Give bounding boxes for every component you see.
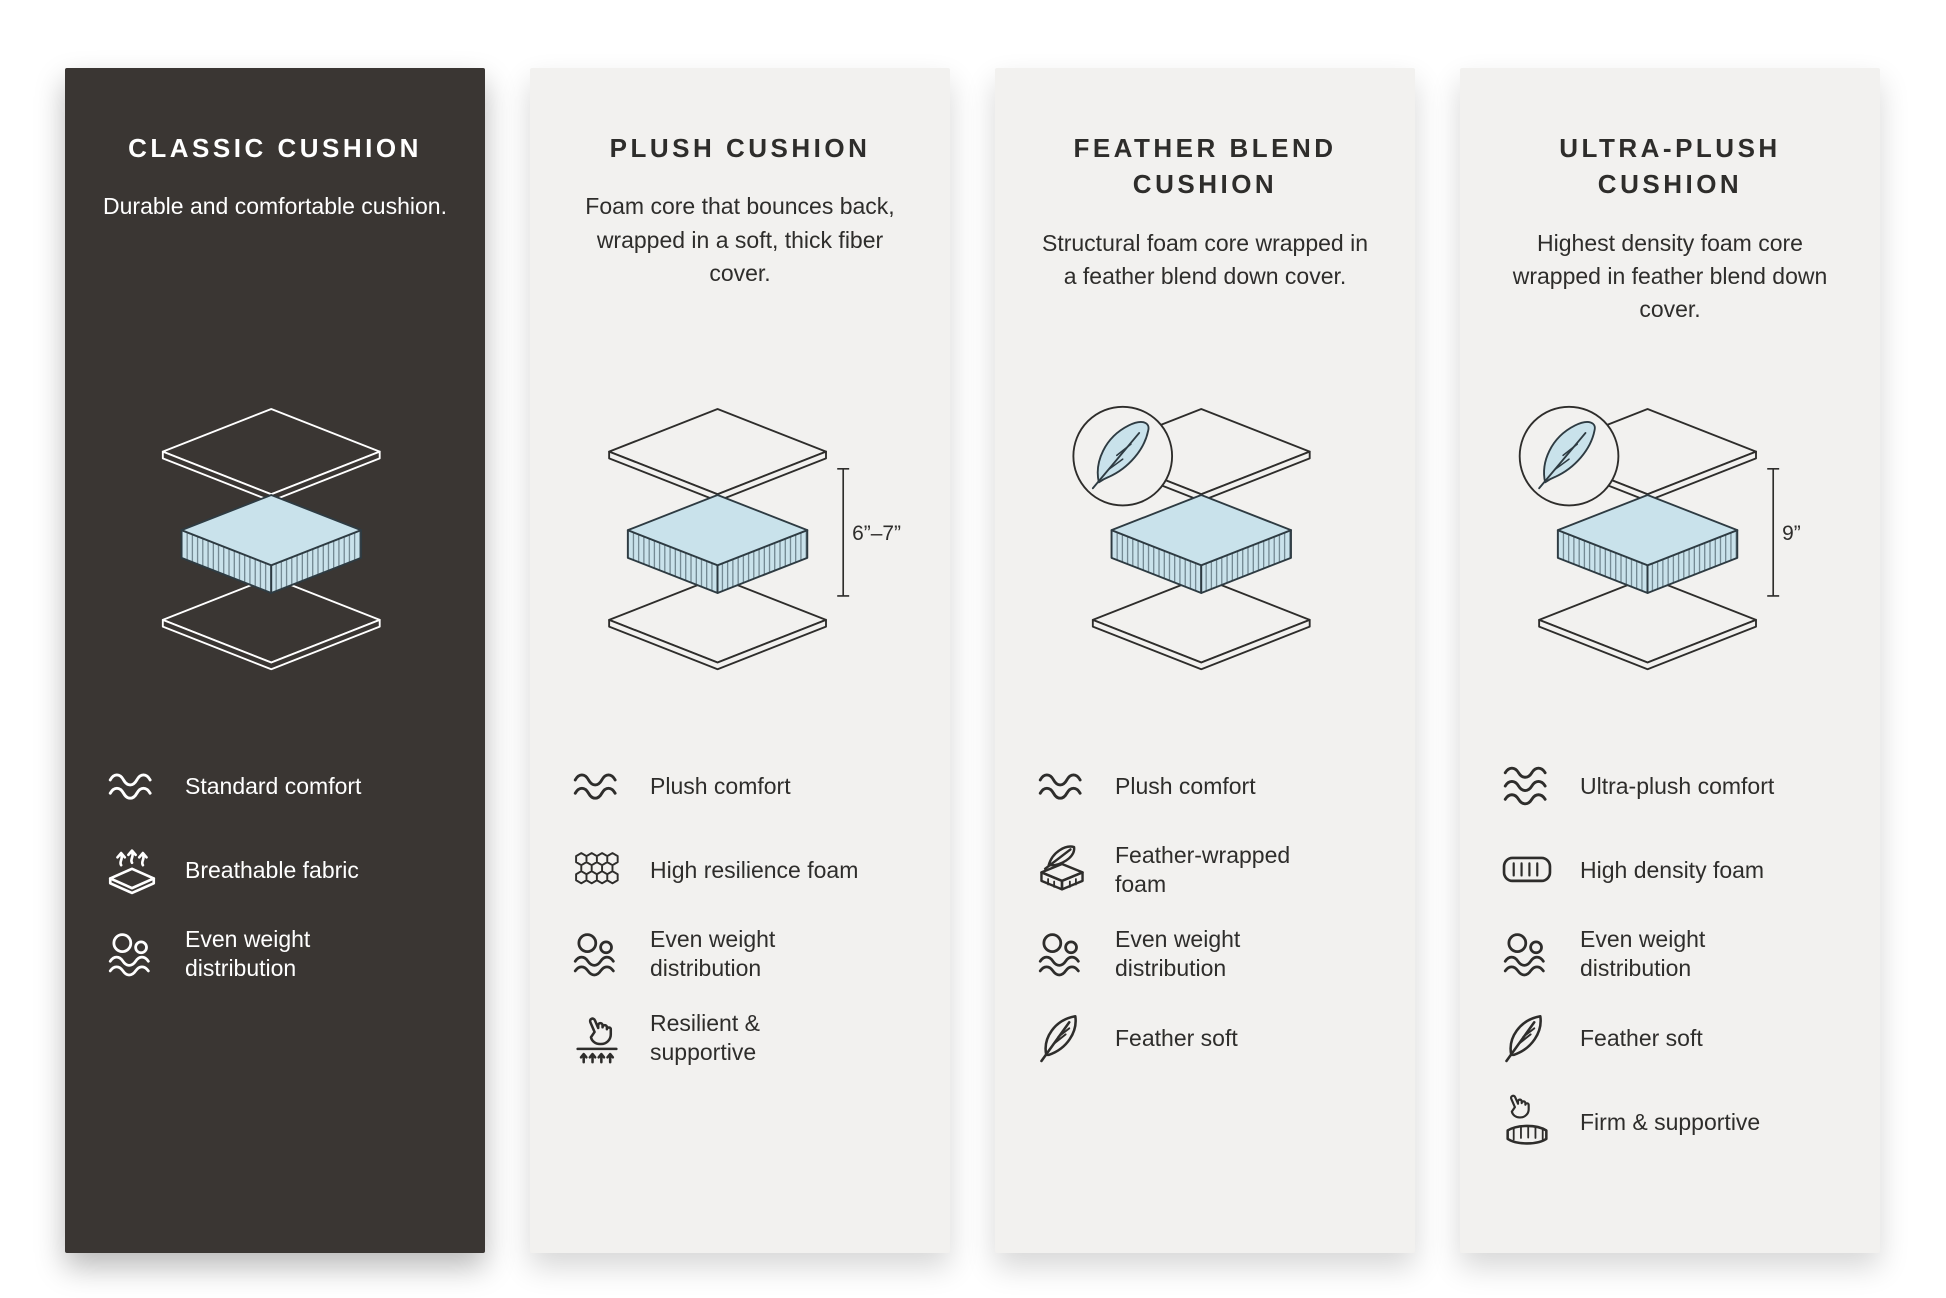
cushion-diagram: 9” bbox=[1498, 365, 1842, 710]
comfort-waves-icon bbox=[568, 757, 626, 815]
high-resilience-foam-icon bbox=[568, 841, 626, 899]
feature-label: Even weight distribution bbox=[1115, 926, 1241, 981]
feature-label: Ultra-plush comfort bbox=[1580, 772, 1775, 799]
feature-label: Feather soft bbox=[1115, 1024, 1238, 1051]
card-feather-blend-cushion: FEATHER BLEND CUSHION Structural foam co… bbox=[995, 68, 1415, 1253]
even-weight-distribution-icon bbox=[103, 925, 161, 983]
card-plush-cushion: PLUSH CUSHION Foam core that bounces bac… bbox=[530, 68, 950, 1253]
cushion-layers-illustration: 6”–7” bbox=[609, 408, 901, 669]
feature-item: Even weight distribution bbox=[568, 924, 912, 984]
feather-icon bbox=[1033, 1009, 1091, 1067]
card-header: ULTRA-PLUSH CUSHION Highest density foam… bbox=[1498, 130, 1842, 355]
feature-label: Breathable fabric bbox=[185, 856, 359, 883]
feature-item: High resilience foam bbox=[568, 840, 912, 900]
card-title: PLUSH CUSHION bbox=[609, 133, 871, 163]
feather-wrapped-foam-icon bbox=[1033, 841, 1091, 899]
feature-item: Even weight distribution bbox=[103, 924, 447, 984]
feature-item: Resilient & supportive bbox=[568, 1008, 912, 1068]
feature-label: High density foam bbox=[1580, 856, 1765, 883]
card-header: PLUSH CUSHION Foam core that bounces bac… bbox=[568, 130, 912, 355]
card-description: Durable and comfortable cushion. bbox=[103, 193, 447, 220]
features-list: Plush comfort High resilience foam Even … bbox=[568, 756, 912, 1068]
measurement-label: 6”–7” bbox=[852, 521, 901, 544]
feature-label: Even weight distribution bbox=[185, 926, 311, 981]
cushion-diagram bbox=[103, 365, 447, 710]
feature-item: Feather-wrapped foam bbox=[1033, 840, 1377, 900]
high-density-foam-icon bbox=[1498, 841, 1556, 899]
feather-icon bbox=[1498, 1009, 1556, 1067]
features-list: Standard comfort Breathable fabric Even … bbox=[103, 756, 447, 984]
feature-item: Plush comfort bbox=[568, 756, 912, 816]
feature-label: Even weight distribution bbox=[650, 926, 776, 981]
feature-item: High density foam bbox=[1498, 840, 1842, 900]
even-weight-distribution-icon bbox=[1033, 925, 1091, 983]
card-title: FEATHER BLEND CUSHION bbox=[1073, 133, 1337, 200]
feature-label: Even weight distribution bbox=[1580, 926, 1706, 981]
feature-label: Plush comfort bbox=[650, 772, 791, 799]
even-weight-distribution-icon bbox=[1498, 925, 1556, 983]
feature-label: Standard comfort bbox=[185, 772, 362, 799]
feature-label: Feather-wrapped foam bbox=[1115, 842, 1291, 897]
even-weight-distribution-icon bbox=[568, 925, 626, 983]
feature-item: Firm & supportive bbox=[1498, 1092, 1842, 1152]
feather-badge-icon bbox=[1519, 406, 1619, 505]
card-description: Structural foam core wrapped in a feathe… bbox=[1042, 229, 1368, 290]
feature-item: Ultra-plush comfort bbox=[1498, 756, 1842, 816]
feature-label: Resilient & supportive bbox=[650, 1010, 760, 1065]
comfort-waves-icon bbox=[1033, 757, 1091, 815]
comfort-waves-3-icon bbox=[1498, 757, 1556, 815]
card-ultra-plush-cushion: ULTRA-PLUSH CUSHION Highest density foam… bbox=[1460, 68, 1880, 1253]
card-header: FEATHER BLEND CUSHION Structural foam co… bbox=[1033, 130, 1377, 355]
height-measurement: 9” bbox=[1767, 467, 1801, 597]
feature-item: Even weight distribution bbox=[1498, 924, 1842, 984]
card-description: Foam core that bounces back, wrapped in … bbox=[585, 193, 895, 287]
cushion-diagram: 6”–7” bbox=[568, 365, 912, 710]
features-list: Plush comfort Feather-wrapped foam Even … bbox=[1033, 756, 1377, 1068]
feature-item: Standard comfort bbox=[103, 756, 447, 816]
feature-label: Plush comfort bbox=[1115, 772, 1256, 799]
feature-item: Plush comfort bbox=[1033, 756, 1377, 816]
feature-label: Feather soft bbox=[1580, 1024, 1703, 1051]
feature-item: Even weight distribution bbox=[1033, 924, 1377, 984]
cushion-diagram bbox=[1033, 365, 1377, 710]
measurement-label: 9” bbox=[1782, 521, 1801, 544]
height-measurement: 6”–7” bbox=[837, 467, 901, 597]
cushion-layers-illustration: 9” bbox=[1519, 406, 1801, 669]
feature-item: Breathable fabric bbox=[103, 840, 447, 900]
feature-item: Feather soft bbox=[1498, 1008, 1842, 1068]
feature-label: Firm & supportive bbox=[1580, 1108, 1761, 1135]
breathable-fabric-icon bbox=[103, 841, 161, 899]
card-title: CLASSIC CUSHION bbox=[128, 133, 422, 163]
card-header: CLASSIC CUSHION Durable and comfortable … bbox=[103, 130, 447, 355]
press-hand-icon bbox=[568, 1009, 626, 1067]
card-classic-cushion: CLASSIC CUSHION Durable and comfortable … bbox=[65, 68, 485, 1253]
feature-label: High resilience foam bbox=[650, 856, 859, 883]
card-description: Highest density foam core wrapped in fea… bbox=[1512, 229, 1828, 323]
features-list: Ultra-plush comfort High density foam Ev… bbox=[1498, 756, 1842, 1152]
cushion-layers-illustration bbox=[162, 408, 380, 669]
firm-hand-icon bbox=[1498, 1093, 1556, 1151]
feature-item: Feather soft bbox=[1033, 1008, 1377, 1068]
feather-badge-icon bbox=[1073, 406, 1173, 505]
comfort-waves-icon bbox=[103, 757, 161, 815]
cushion-layers-illustration bbox=[1073, 406, 1310, 669]
card-title: ULTRA-PLUSH CUSHION bbox=[1559, 133, 1781, 200]
